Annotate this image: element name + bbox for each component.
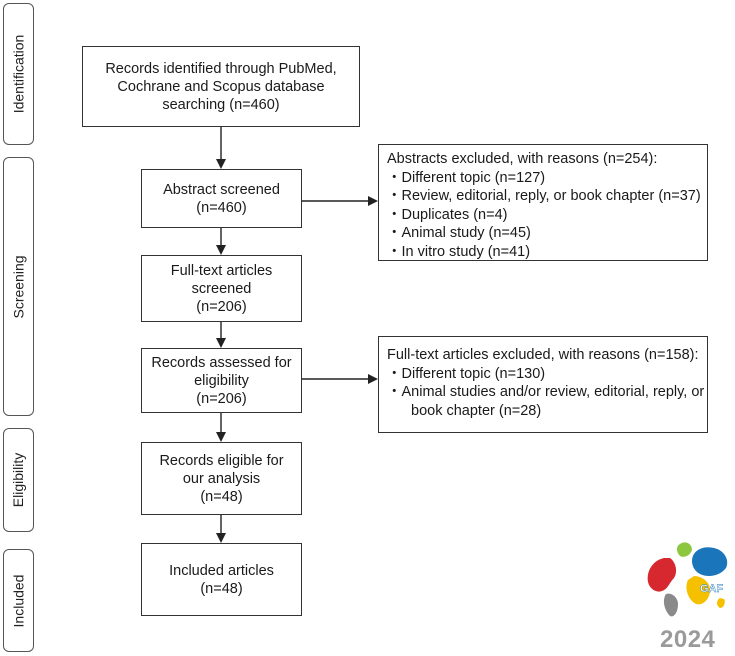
abstracts-excluded-item: ・Review, editorial, reply, or book chapt… <box>387 188 701 204</box>
gaf-logo: GAF <box>647 542 728 617</box>
abstracts-excluded-item: ・Duplicates (n=4) <box>387 206 508 223</box>
records-identified-line-2: Cochrane and Scopus database <box>117 78 325 95</box>
abstract-screened-line-2: (n=460) <box>196 199 247 216</box>
included-articles-box: Included articles (n=48) <box>141 543 302 616</box>
fulltext-excluded-item-continued: book chapter (n=28) <box>411 402 542 419</box>
logo-red-continent <box>647 558 677 592</box>
logo-gray-continent <box>663 593 678 617</box>
records-identified-box: Records identified through PubMed, Cochr… <box>82 46 360 127</box>
logo-small-island <box>717 598 725 608</box>
logo-yellow-continent <box>686 576 710 605</box>
abstracts-excluded-item: ・Animal study (n=45) <box>387 225 531 241</box>
assessed-eligibility-line-2: eligibility <box>194 372 249 389</box>
assessed-eligibility-line-3: (n=206) <box>196 390 247 407</box>
abstract-screened-box: Abstract screened (n=460) <box>141 169 302 228</box>
abstracts-excluded-item: ・Different topic (n=127) <box>387 169 546 186</box>
assessed-eligibility-box: Records assessed for eligibility (n=206) <box>141 348 302 413</box>
eligible-analysis-line-2: our analysis <box>182 470 261 487</box>
logo-mark: GAF <box>700 583 724 595</box>
logo-year: 2024 <box>660 626 716 653</box>
abstracts-excluded-heading: Abstracts excluded, with reasons (n=254)… <box>387 151 658 167</box>
fulltext-excluded-box: Full-text articles excluded, with reason… <box>378 336 708 433</box>
fulltext-excluded-heading: Full-text articles excluded, with reason… <box>387 347 699 363</box>
logo-green-continent <box>677 542 692 557</box>
fulltext-screened-line-2: screened <box>191 280 252 297</box>
phase-eligibility: Eligibility <box>3 428 34 532</box>
abstracts-excluded-item: ・In vitro study (n=41) <box>387 243 531 260</box>
fulltext-screened-line-3: (n=206) <box>196 298 247 315</box>
fulltext-screened-line-1: Full-text articles <box>170 262 273 279</box>
eligible-analysis-box: Records eligible for our analysis (n=48) <box>141 442 302 515</box>
assessed-eligibility-line-1: Records assessed for <box>151 354 292 371</box>
abstracts-excluded-box: Abstracts excluded, with reasons (n=254)… <box>378 144 708 261</box>
phase-included: Included <box>3 549 34 652</box>
records-identified-line-1: Records identified through PubMed, <box>105 60 337 77</box>
phase-identification: Identification <box>3 3 34 145</box>
eligible-analysis-line-1: Records eligible for <box>159 452 284 469</box>
records-identified-line-3: searching (n=460) <box>162 96 280 113</box>
logo-blue-continent <box>692 547 728 576</box>
eligible-analysis-line-3: (n=48) <box>200 488 243 505</box>
phase-screening: Screening <box>3 157 34 416</box>
abstract-screened-line-1: Abstract screened <box>163 181 280 198</box>
fulltext-screened-box: Full-text articles screened (n=206) <box>141 255 302 322</box>
included-articles-line-1: Included articles <box>169 562 274 579</box>
fulltext-excluded-item: ・Animal studies and/or review, editorial… <box>387 384 705 400</box>
fulltext-excluded-item: ・Different topic (n=130) <box>387 365 546 382</box>
included-articles-line-2: (n=48) <box>200 580 243 597</box>
